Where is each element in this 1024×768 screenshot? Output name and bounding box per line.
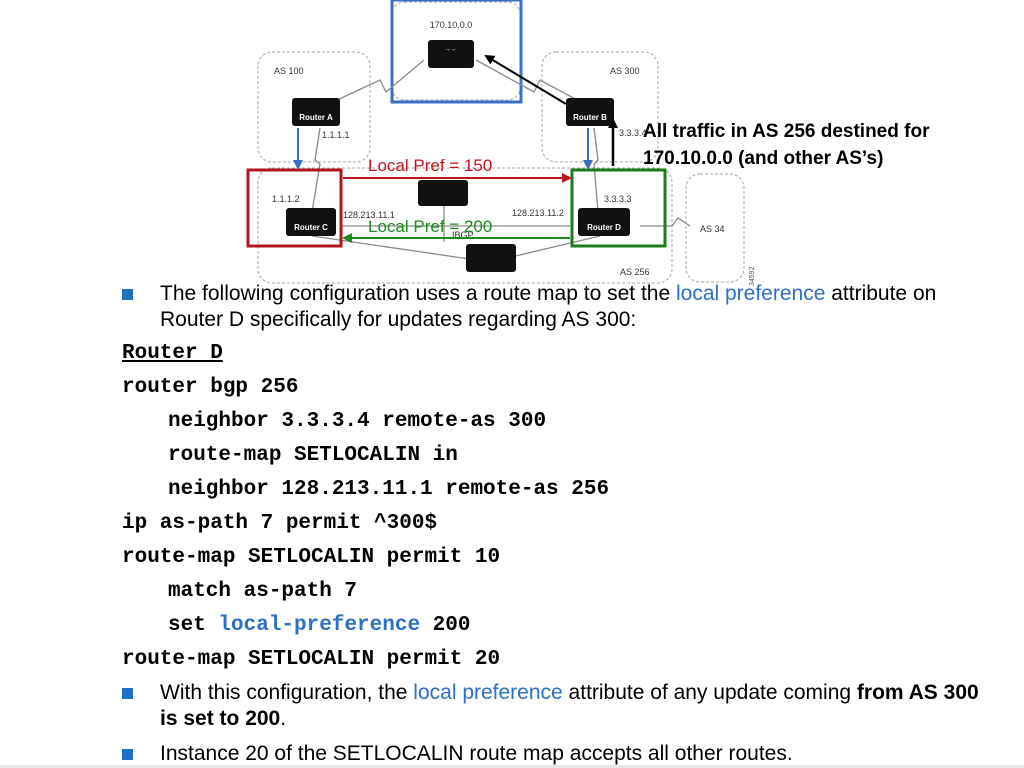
as100-label: AS 100 xyxy=(274,66,304,76)
as34-label: AS 34 xyxy=(700,224,725,234)
router-a-icon: Router A xyxy=(292,98,340,126)
code-line-6: route-map SETLOCALIN permit 10 xyxy=(122,546,501,569)
router-c-label: Router C xyxy=(294,223,328,232)
bullet-square-icon xyxy=(122,688,133,699)
as300-region xyxy=(541,51,659,163)
router-b-label: Router B xyxy=(573,113,607,122)
code-line-7: match as-path 7 xyxy=(168,580,358,603)
code-local-preference-keyword: local-preference xyxy=(218,614,421,637)
router-d-highlight-box xyxy=(570,168,667,248)
bottom-divider xyxy=(0,765,1024,768)
internal-router-icon-top xyxy=(418,180,468,206)
network-highlight-box xyxy=(390,0,523,104)
bgp-topology-diagram: →← Router A Router B Router C Router D 1… xyxy=(246,0,756,286)
router-c-icon: Router C xyxy=(286,208,336,236)
bullet-intro-part2: attribute on Router D specifically for u… xyxy=(160,282,937,331)
as100-region xyxy=(257,51,371,163)
local-preference-term: local preference xyxy=(413,681,563,704)
router-d-label: Router D xyxy=(587,223,621,232)
code-line-8-post: 200 xyxy=(420,614,471,637)
bullet-result-part1: With this configuration, the xyxy=(160,681,414,704)
code-line-5: ip as-path 7 permit ^300$ xyxy=(122,512,438,535)
code-line-3: route-map SETLOCALIN in xyxy=(168,444,458,467)
bullet-square-icon xyxy=(122,749,133,760)
ip-a-label: 1.1.1.1 xyxy=(322,130,350,140)
router-c-highlight-box xyxy=(246,168,343,248)
code-line-8-pre: set xyxy=(168,614,219,637)
callout-line-2: 170.10.0.0 (and other AS’s) xyxy=(643,148,884,169)
network-router-icon: →← xyxy=(428,40,474,68)
code-line-2: neighbor 3.3.3.4 remote-as 300 xyxy=(168,410,547,433)
ip-d-ibgp-label: 128.213.11.2 xyxy=(512,208,564,218)
svg-text:→←: →← xyxy=(444,46,458,53)
code-heading: Router D xyxy=(122,342,223,365)
code-line-9: route-map SETLOCALIN permit 20 xyxy=(122,648,501,671)
ibgp-label: IBGP xyxy=(452,230,474,240)
as300-label: AS 300 xyxy=(610,66,640,76)
network-label: 170.10.0.0 xyxy=(430,20,473,30)
ip-c-label: 1.1.1.2 xyxy=(272,194,300,204)
local-preference-term: local preference xyxy=(675,282,826,305)
internal-router-icon-bottom xyxy=(466,244,516,272)
figure-id-label: 34592 xyxy=(749,266,756,286)
bullet-result-part2: attribute of any update coming xyxy=(562,681,857,704)
code-line-8: set local-preference 200 xyxy=(168,614,470,638)
router-a-label: Router A xyxy=(299,113,333,122)
bullet-intro-text: The following configuration uses a route… xyxy=(160,281,1000,333)
bullet-square-icon xyxy=(122,289,133,300)
code-line-1: router bgp 256 xyxy=(122,376,299,399)
local-pref-200-label: Local Pref = 200 xyxy=(368,217,492,236)
bullet-instance20-text: Instance 20 of the SETLOCALIN route map … xyxy=(160,742,793,765)
bullet-intro-part1: The following configuration uses a route… xyxy=(160,282,676,305)
as34-region xyxy=(685,173,745,283)
router-b-icon: Router B xyxy=(566,98,614,126)
traffic-arrow-to-network xyxy=(484,54,567,105)
code-line-4: neighbor 128.213.11.1 remote-as 256 xyxy=(168,478,610,501)
ip-c-ibgp-label: 128.213.11.1 xyxy=(343,210,395,220)
ip-d-label: 3.3.3.3 xyxy=(604,194,632,204)
bullet-result-end: . xyxy=(280,707,287,730)
callout-line-1: All traffic in AS 256 destined for xyxy=(643,121,930,142)
local-pref-150-label: Local Pref = 150 xyxy=(368,156,492,175)
traffic-callout: All traffic in AS 256 destined for 170.1… xyxy=(643,118,1013,172)
ip-b-label: 3.3.3.4 xyxy=(619,128,647,138)
bullet-result-bold: from AS 300 is set to 200 xyxy=(160,681,979,730)
as256-label: AS 256 xyxy=(620,267,650,277)
bullet-result-text: With this configuration, the local prefe… xyxy=(160,680,1000,732)
router-d-icon: Router D xyxy=(578,208,630,236)
